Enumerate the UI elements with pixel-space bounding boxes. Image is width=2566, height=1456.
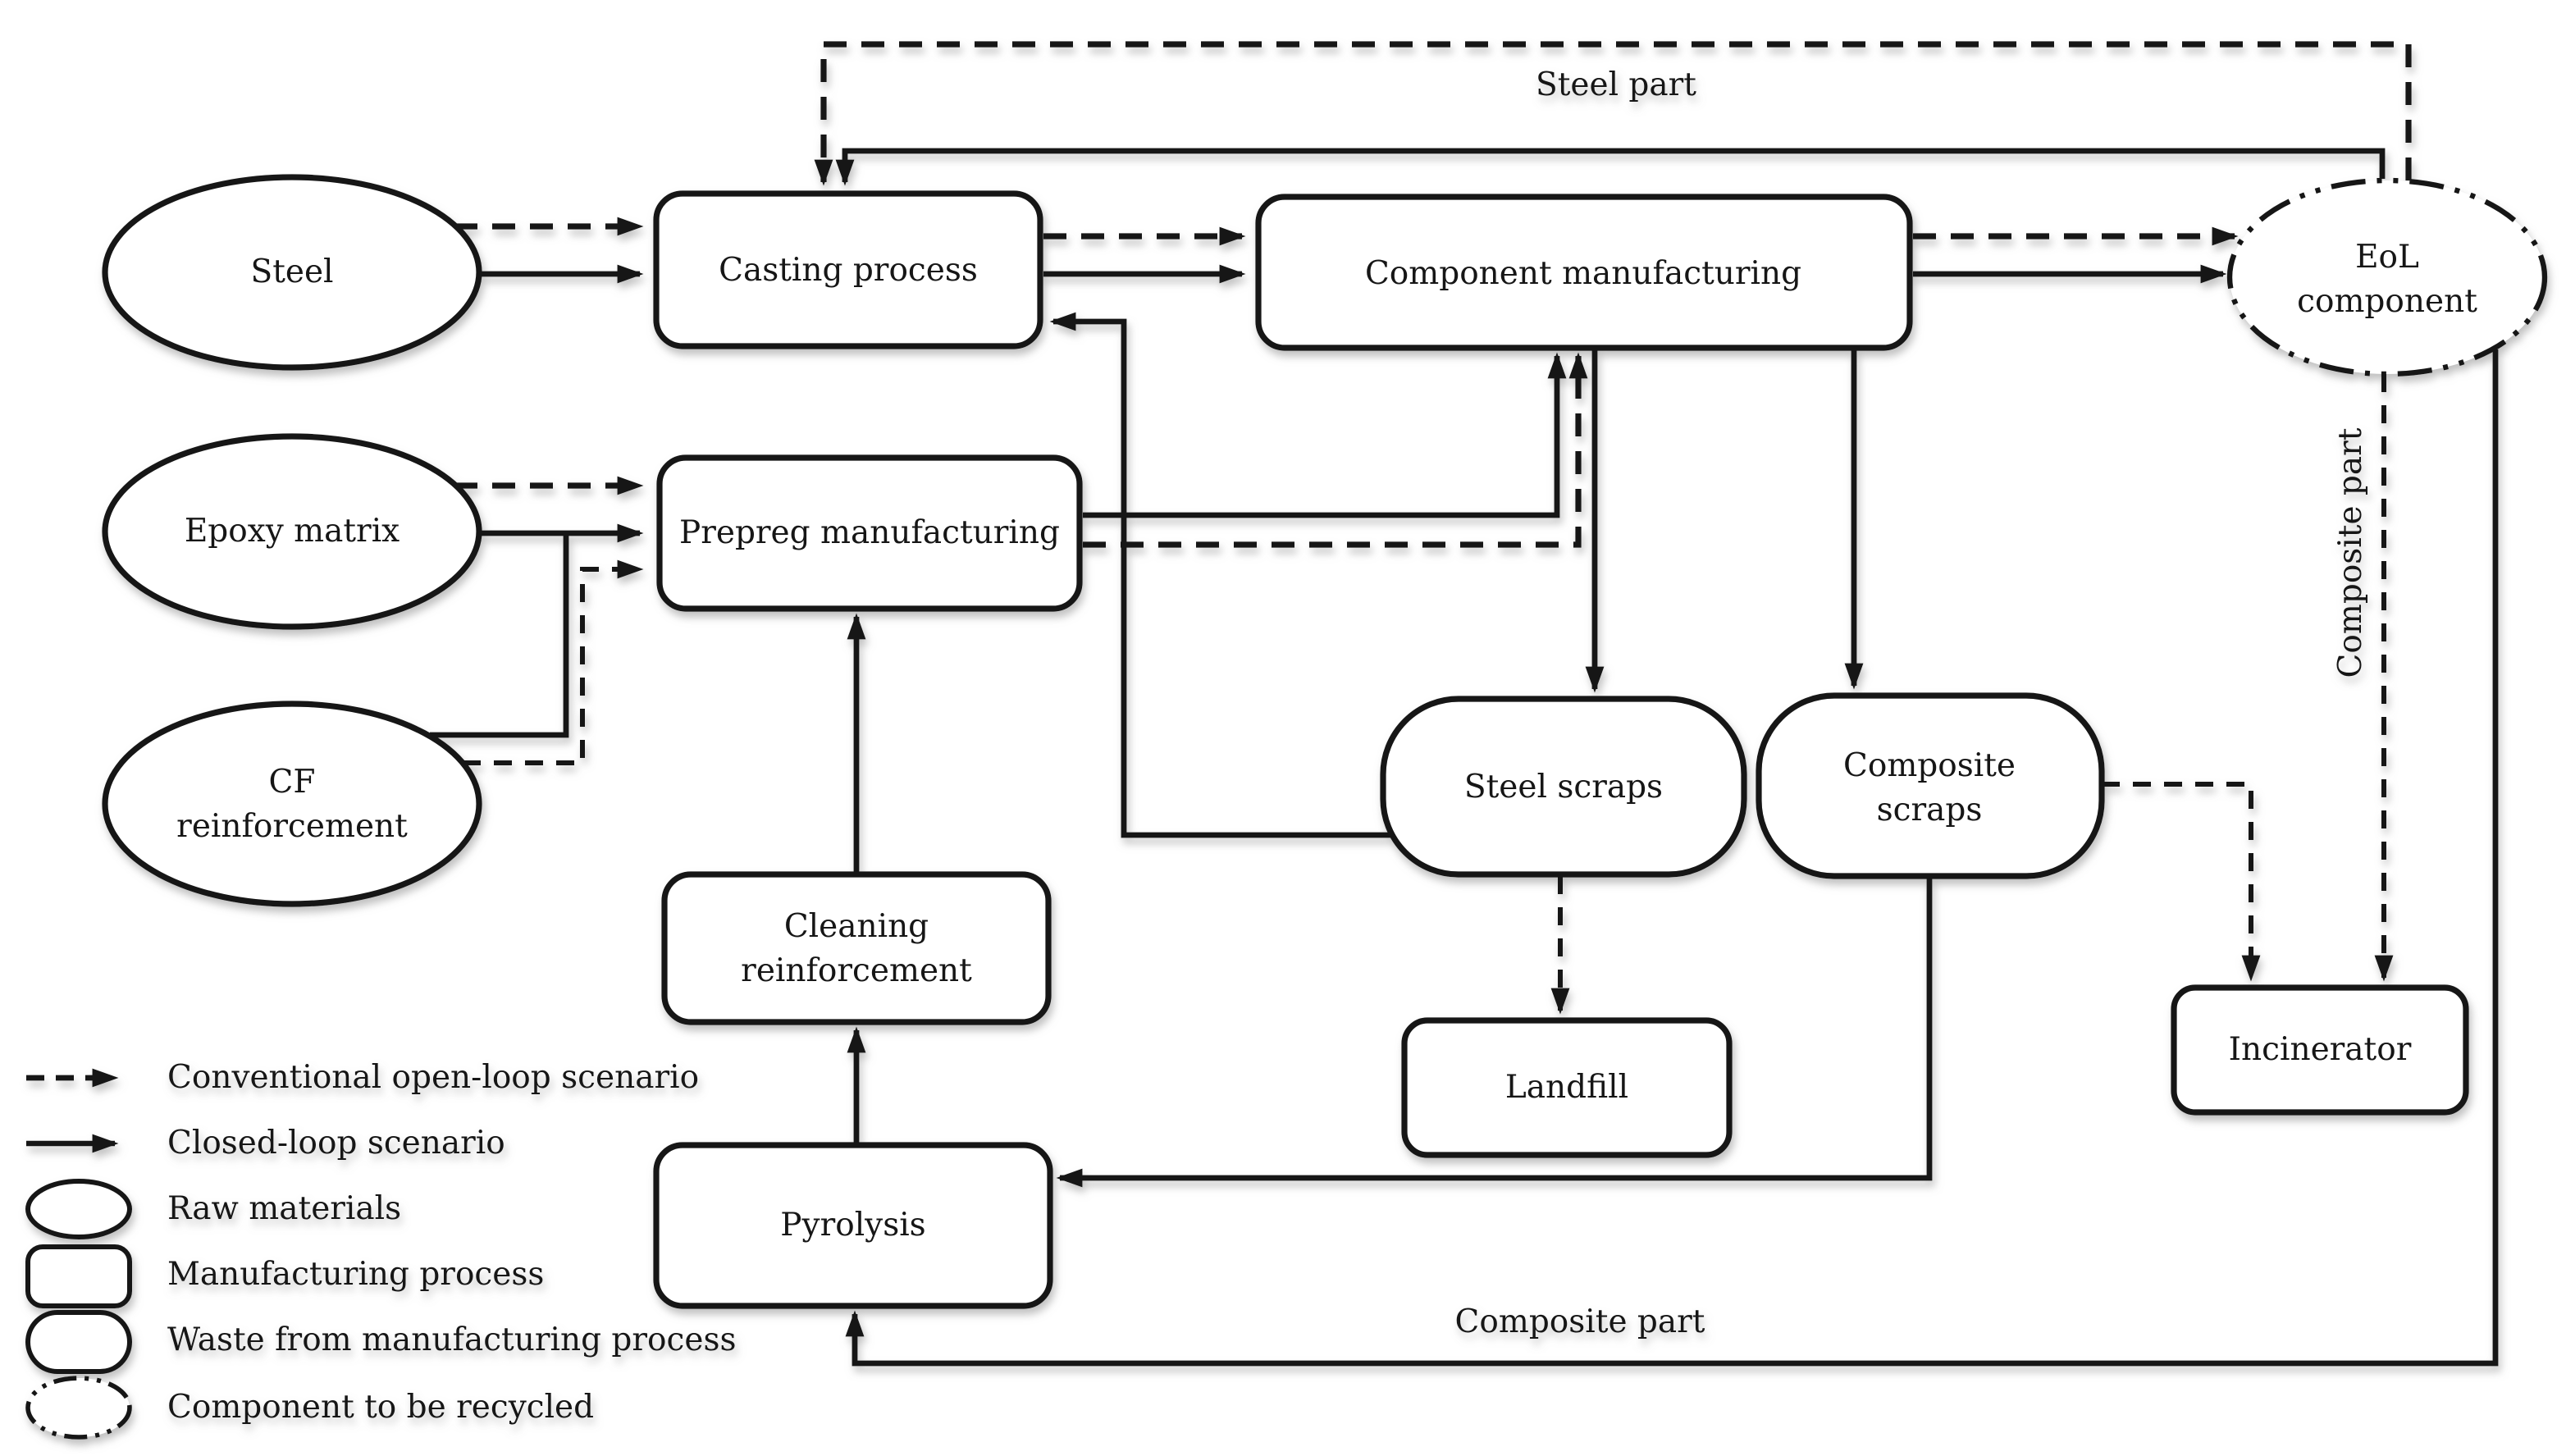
casting-process-label: Casting process <box>719 252 978 289</box>
legend-raw-materials-label: Raw materials <box>167 1190 401 1227</box>
node-steel <box>102 174 482 371</box>
edge-prepreg-to-component-openloop <box>1083 352 1588 548</box>
edge-composite-scraps-to-pyrolysis <box>1056 878 1933 1188</box>
composite-part-bottom-label: Composite part <box>1455 1303 1705 1340</box>
node-pyrolysis <box>653 1142 1053 1309</box>
legend-open-loop-label: Conventional open-loop scenario <box>167 1059 699 1096</box>
eol-component-label-line2: component <box>2297 283 2477 320</box>
node-landfill <box>1401 1017 1733 1158</box>
node-cleaning-reinforcement <box>661 871 1052 1025</box>
edge-eol-to-pyrolysis-composite-part <box>845 349 2499 1367</box>
pyrolysis-label: Pyrolysis <box>780 1207 925 1244</box>
steel-label: Steel <box>250 253 333 290</box>
composite-part-vertical-label: Composite part <box>2332 427 2369 678</box>
node-prepreg-manufacturing <box>656 454 1083 612</box>
node-incinerator <box>2171 984 2469 1116</box>
edge-prepreg-to-component-closedloop <box>1083 352 1567 518</box>
legend-rounded-rect-icon <box>25 1244 132 1308</box>
composite-scraps-label-line2: scraps <box>1877 792 1983 828</box>
eol-component-label-line1: EoL <box>2355 239 2419 276</box>
legend-waste-label: Waste from manufacturing process <box>167 1321 736 1358</box>
edge-composite-scraps-to-incinerator <box>2102 782 2261 982</box>
cleaning-reinforcement-label-line2: reinforcement <box>741 952 972 989</box>
cf-reinforcement-label-line1: CF <box>269 764 316 801</box>
node-casting-process <box>653 190 1043 349</box>
legend-manufacturing-process-label: Manufacturing process <box>167 1256 544 1293</box>
node-cf-reinforcement <box>102 701 482 907</box>
steel-part-label: Steel part <box>1536 66 1696 103</box>
node-eol-component <box>2226 177 2548 377</box>
prepreg-manufacturing-label: Prepreg manufacturing <box>679 514 1060 551</box>
node-steel-scraps <box>1380 696 1747 878</box>
legend-closed-loop-label: Closed-loop scenario <box>167 1125 505 1162</box>
legend-dashdot-ellipse-icon <box>25 1376 132 1440</box>
legend: Conventional open-loop scenario Closed-l… <box>25 1059 736 1440</box>
incinerator-label: Incinerator <box>2229 1031 2412 1068</box>
component-manufacturing-label: Component manufacturing <box>1365 255 1801 292</box>
edge-eol-to-casting-steelpart-openloop <box>814 41 2412 186</box>
legend-ellipse-icon <box>25 1179 132 1239</box>
node-component-manufacturing <box>1255 194 1913 351</box>
landfill-label: Landfill <box>1505 1069 1628 1106</box>
legend-stadium-icon <box>25 1310 132 1374</box>
steel-scraps-label: Steel scraps <box>1464 769 1663 806</box>
edge-cf-to-prepreg-closedloop <box>430 533 569 738</box>
cleaning-reinforcement-label-line1: Cleaning <box>784 908 929 945</box>
node-epoxy-matrix <box>102 433 482 630</box>
edge-steel-scraps-to-casting <box>1049 312 1391 838</box>
node-composite-scraps <box>1756 692 2105 879</box>
epoxy-matrix-label: Epoxy matrix <box>185 513 400 550</box>
cf-reinforcement-label-line2: reinforcement <box>176 808 408 845</box>
composite-scraps-label-line1: Composite <box>1843 747 2016 784</box>
legend-component-recycled-label: Component to be recycled <box>167 1389 594 1426</box>
edge-eol-to-casting-steelpart-closedloop <box>835 148 2386 186</box>
